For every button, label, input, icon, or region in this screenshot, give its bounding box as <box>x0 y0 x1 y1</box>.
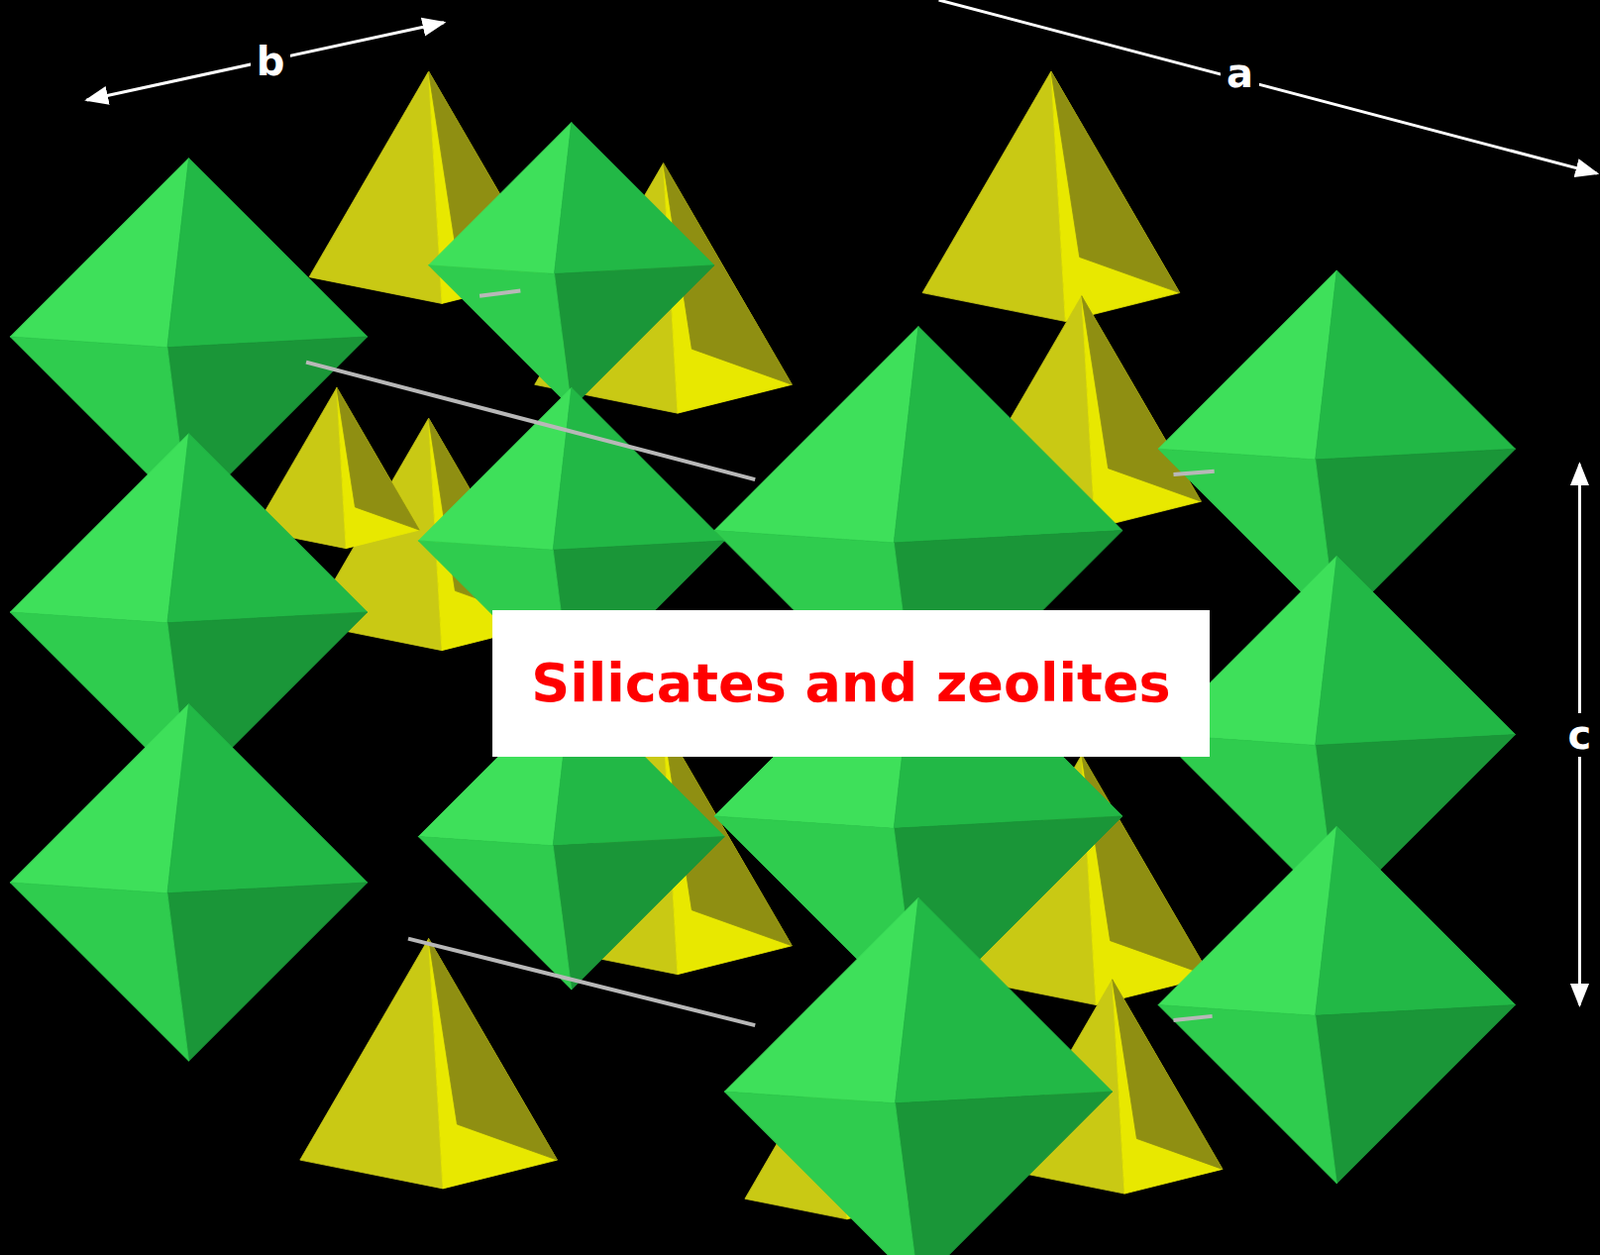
bond-rod <box>306 362 755 480</box>
bond-rod <box>1173 1016 1213 1021</box>
polyhedron-face <box>895 897 1113 1103</box>
polyhedron-face <box>9 882 189 1062</box>
axis-label: c <box>1562 713 1599 757</box>
polyhedron-face <box>724 1091 919 1255</box>
bond-rod <box>408 939 755 1027</box>
polyhedron-face <box>724 897 919 1103</box>
polyhedron-face <box>1315 555 1516 746</box>
axes <box>87 0 1598 1006</box>
polyhedron-face <box>714 326 919 543</box>
polyhedron-face <box>1051 71 1180 321</box>
polyhedron-face <box>167 433 368 624</box>
title-text: Silicates and zeolites <box>492 651 1210 717</box>
polyhedron-face <box>9 704 189 894</box>
polyhedron-face <box>428 265 572 409</box>
bond-rod <box>1173 471 1215 475</box>
bond-rod <box>479 291 521 297</box>
polyhedron-face <box>167 882 368 1062</box>
polyhedron-face <box>418 837 572 991</box>
polyhedron-face <box>1315 270 1516 460</box>
axis-label: a <box>1220 51 1260 96</box>
polyhedron-face <box>336 387 420 548</box>
polyhedron-face <box>895 1091 1113 1255</box>
axis-label: b <box>250 39 292 84</box>
axis-arrow <box>87 22 445 101</box>
polyhedron-face <box>9 433 189 624</box>
polyhedron-face <box>167 704 368 894</box>
polyhedron-face <box>922 71 1066 321</box>
polyhedron-face <box>1158 1005 1337 1184</box>
polyhedron-face <box>428 122 572 275</box>
polyhedron-face <box>336 387 420 531</box>
polyhedron-face <box>300 939 443 1189</box>
polyhedron-face <box>428 939 558 1189</box>
title-box: Silicates and zeolites <box>492 610 1210 757</box>
polyhedron-face <box>1158 270 1337 460</box>
axis-arrow <box>939 0 1598 174</box>
polyhedron-face <box>1158 826 1337 1016</box>
polyhedron-face <box>1081 754 1211 977</box>
polyhedron-face <box>309 71 442 304</box>
polyhedron-face <box>553 122 715 275</box>
polyhedron-face <box>1051 71 1180 294</box>
polyhedron-face <box>553 265 715 409</box>
polyhedra <box>9 71 1515 1255</box>
polyhedron-face <box>552 837 725 991</box>
polyhedron-face <box>1315 826 1516 1016</box>
polyhedron-face <box>1081 296 1202 529</box>
polyhedron-face <box>893 326 1123 543</box>
polyhedron-face <box>9 158 189 348</box>
polyhedron-face <box>167 158 368 348</box>
polyhedron-face <box>1081 754 1211 1005</box>
polyhedron-face <box>552 387 725 550</box>
polyhedron-face <box>1315 1005 1516 1184</box>
